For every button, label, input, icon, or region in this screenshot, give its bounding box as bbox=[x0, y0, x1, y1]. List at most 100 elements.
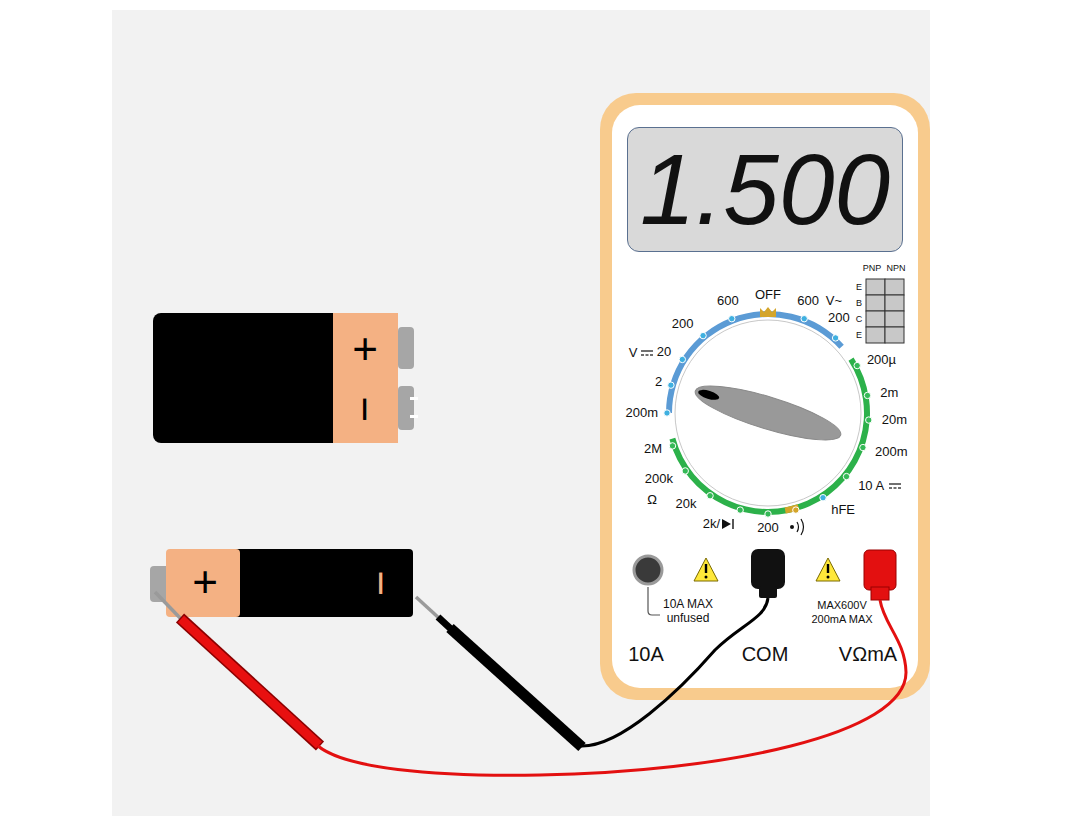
range-dot bbox=[679, 356, 685, 362]
socket-cell bbox=[866, 279, 885, 295]
range-dot bbox=[737, 507, 743, 513]
range-label: hFE bbox=[831, 503, 855, 518]
terminal-notch bbox=[410, 397, 418, 400]
range-dot bbox=[664, 410, 670, 416]
range-dot bbox=[820, 495, 826, 501]
range-label: OFF bbox=[755, 288, 781, 303]
red-probe bbox=[180, 618, 320, 746]
range-dot bbox=[801, 316, 807, 322]
range-dot bbox=[765, 511, 771, 517]
polarity-sign: + bbox=[352, 324, 378, 375]
range-dot bbox=[793, 507, 799, 513]
warning-mark bbox=[827, 576, 830, 579]
range-label: Ω bbox=[647, 493, 657, 508]
jack-label: COM bbox=[742, 643, 789, 666]
diode-bar bbox=[732, 519, 733, 529]
battery-9v bbox=[153, 313, 418, 443]
range-dot bbox=[854, 362, 860, 368]
socket-cell bbox=[885, 279, 904, 295]
range-dot bbox=[864, 392, 870, 398]
dc-dash bbox=[650, 354, 653, 355]
range-label: 2 bbox=[655, 375, 662, 390]
knob-body bbox=[691, 375, 846, 450]
range-dot bbox=[866, 417, 872, 423]
socket-cell bbox=[885, 311, 904, 327]
warning-text: 200mA MAX bbox=[811, 613, 872, 626]
warning-shape bbox=[694, 558, 718, 581]
lcd-display: 1.500 bbox=[627, 127, 903, 252]
socket-label: PNP bbox=[863, 263, 882, 273]
polarity-sign: + bbox=[192, 557, 218, 608]
dc-line bbox=[889, 483, 901, 484]
range-label: 200 bbox=[828, 311, 850, 326]
socket-cell bbox=[866, 327, 885, 343]
com-plug-neck bbox=[759, 586, 777, 598]
knob-pointer bbox=[697, 388, 720, 402]
range-label: 2k/ bbox=[703, 517, 720, 532]
dial-knob bbox=[691, 375, 846, 450]
dc-line bbox=[641, 350, 653, 351]
range-label: 200k bbox=[645, 472, 673, 487]
sound-dot bbox=[790, 525, 794, 529]
dc-dash bbox=[646, 354, 649, 355]
dc-dash bbox=[889, 487, 892, 488]
range-label: 200m bbox=[875, 445, 908, 460]
socket-cell bbox=[885, 327, 904, 343]
transistor-socket bbox=[866, 279, 904, 343]
range-dot bbox=[729, 316, 735, 322]
black-probe bbox=[438, 617, 452, 630]
socket-cell bbox=[885, 295, 904, 311]
dc-symbol bbox=[889, 484, 901, 488]
range-label: 600 bbox=[717, 294, 739, 309]
range-label: 2m bbox=[880, 386, 898, 401]
range-label: 200 bbox=[757, 521, 779, 536]
socket-cell bbox=[866, 295, 885, 311]
off-marker bbox=[760, 307, 776, 317]
warning-triangle bbox=[816, 558, 840, 581]
black-probe bbox=[450, 628, 582, 747]
jack-bracket bbox=[648, 587, 660, 615]
range-label: 2M bbox=[644, 442, 662, 457]
polarity-sign: − bbox=[356, 570, 407, 596]
battery-label-band bbox=[166, 549, 240, 617]
dc-dash bbox=[894, 487, 897, 488]
pin-label: B bbox=[856, 298, 862, 308]
warning-text: MAX600V bbox=[817, 599, 867, 612]
red-lead-wire bbox=[318, 600, 906, 775]
range-dot bbox=[682, 468, 688, 474]
range-dot bbox=[668, 382, 674, 388]
socket-cell bbox=[866, 311, 885, 327]
pin-label: E bbox=[856, 282, 862, 292]
terminal-notch bbox=[410, 415, 418, 418]
battery-terminal bbox=[398, 386, 414, 430]
battery-aa bbox=[150, 549, 413, 617]
diode-triangle bbox=[722, 519, 731, 529]
meter-face bbox=[612, 105, 918, 688]
selector-dial bbox=[664, 307, 872, 517]
warning-shape bbox=[816, 558, 840, 581]
jack-label: VΩmA bbox=[839, 643, 897, 666]
range-label: 20m bbox=[882, 413, 907, 428]
warning-mark bbox=[827, 564, 829, 573]
range-label: 200m bbox=[625, 406, 658, 421]
dc-dash bbox=[641, 354, 644, 355]
red-plug bbox=[864, 550, 896, 590]
jack-10a bbox=[634, 556, 662, 584]
range-label: 20 bbox=[657, 345, 671, 360]
warning-text: 10A MAX bbox=[663, 598, 713, 612]
range-label: V bbox=[629, 346, 638, 361]
socket-label: NPN bbox=[886, 263, 905, 273]
pin-label: E bbox=[856, 330, 862, 340]
range-arc bbox=[785, 504, 800, 513]
range-dot bbox=[832, 335, 838, 341]
battery-body bbox=[230, 549, 413, 617]
diode-symbol bbox=[722, 519, 733, 529]
continuity-symbol bbox=[790, 519, 804, 535]
probe-tip bbox=[155, 592, 182, 620]
range-dot bbox=[707, 493, 713, 499]
display-reading: 1.500 bbox=[640, 140, 890, 240]
range-label: 200 bbox=[672, 317, 694, 332]
